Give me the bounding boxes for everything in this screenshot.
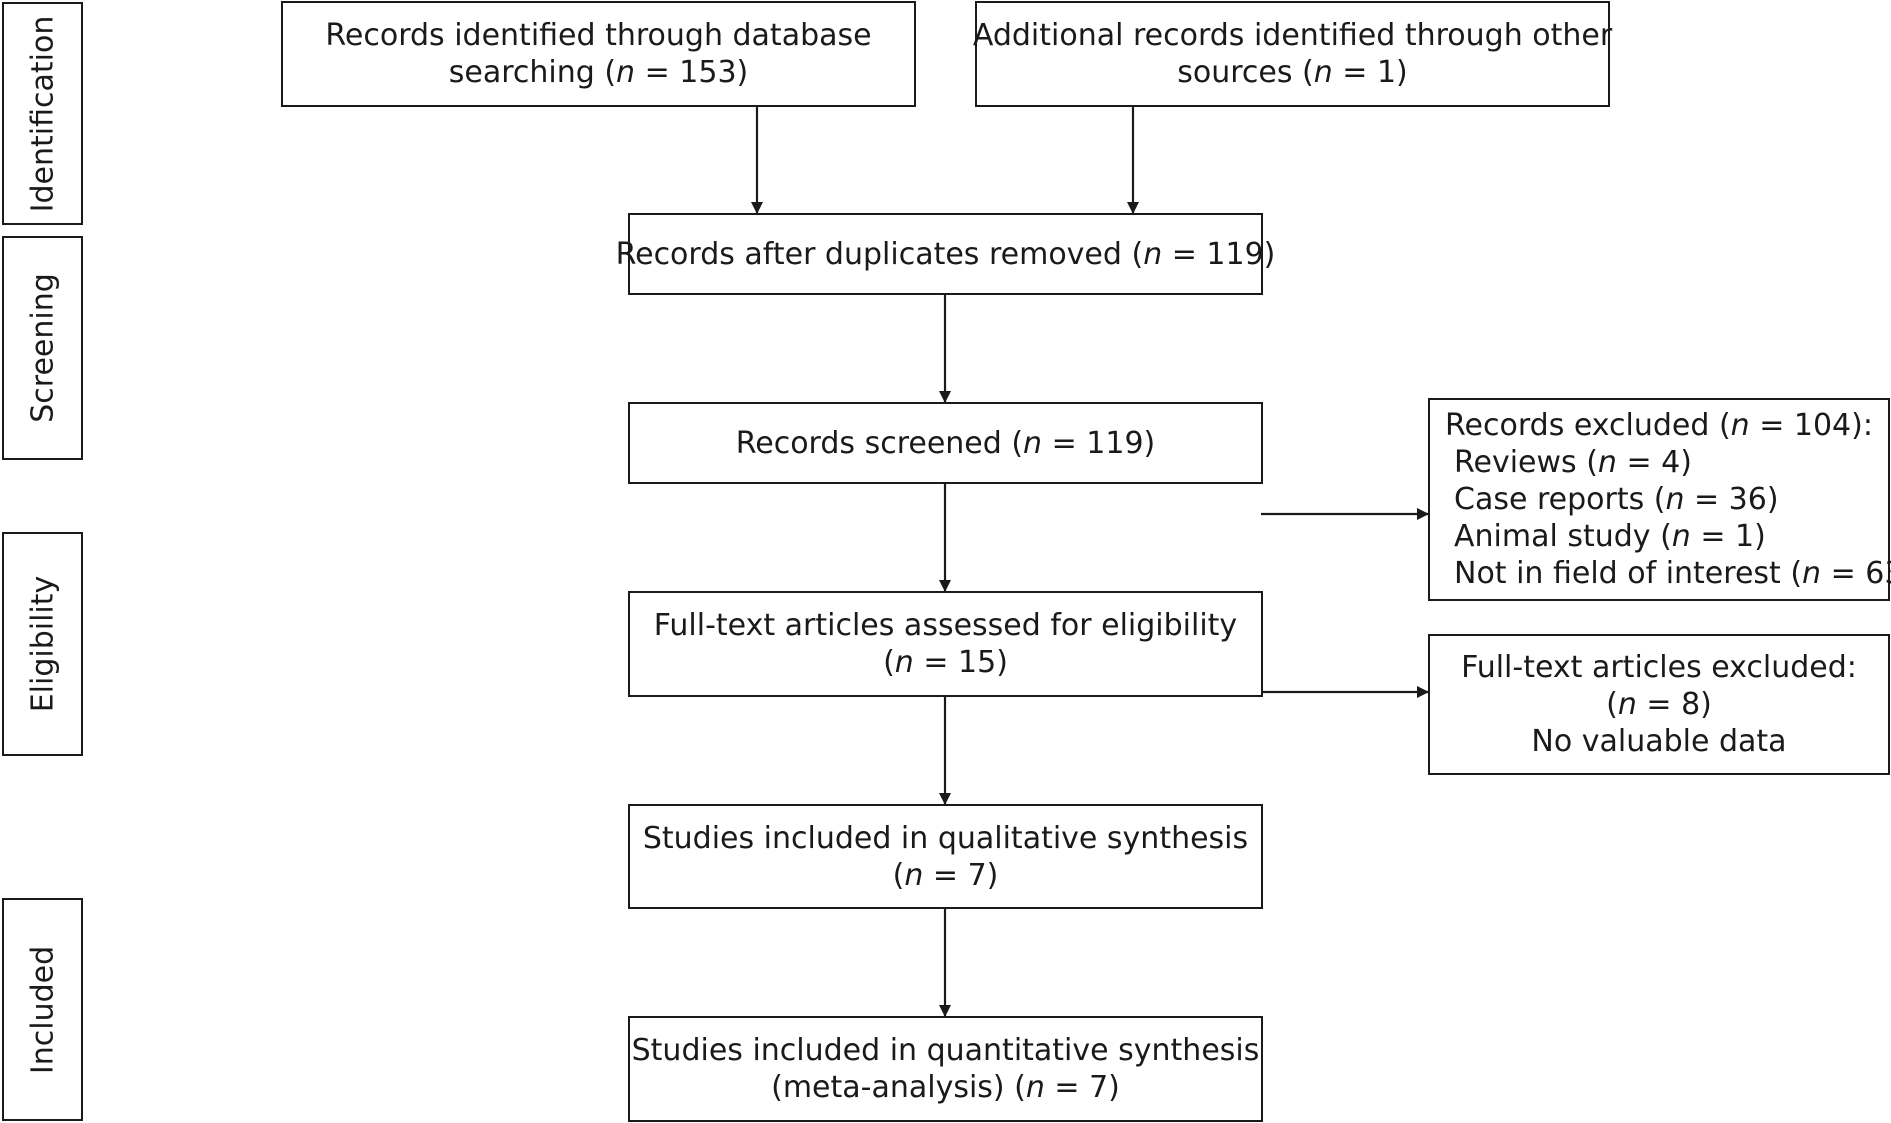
box-records-excluded-header: Records excluded (n = 104): (1445, 408, 1873, 443)
box-records-screened: Records screened (n = 119) (628, 402, 1263, 484)
box-database-records-line2: searching (n = 153) (448, 55, 749, 90)
box-qualitative-synthesis-line1: Studies included in qualitative synthesi… (642, 820, 1249, 856)
box-duplicates-removed-line1: Records after duplicates removed (n = 11… (615, 236, 1276, 272)
box-quantitative-synthesis: Studies included in quantitative synthes… (628, 1016, 1263, 1122)
box-qualitative-synthesis: Studies included in qualitative synthesi… (628, 804, 1263, 909)
box-database-records: Records identified through database sear… (281, 1, 916, 107)
box-database-records-line1: Records identified through database (325, 18, 872, 53)
box-records-screened-line1: Records screened (n = 119) (735, 425, 1156, 461)
box-fulltext-excluded-line3: No valuable data (1531, 724, 1787, 759)
box-quantitative-synthesis-line2: (meta-analysis) (n = 7) (771, 1070, 1120, 1105)
box-fulltext-excluded-line2: (n = 8) (1606, 687, 1712, 722)
stage-screening: Screening (2, 236, 83, 460)
list-item: Not in field of interest (n = 63) (1454, 556, 1891, 591)
box-duplicates-removed: Records after duplicates removed (n = 11… (616, 213, 1275, 295)
box-other-sources: Additional records identified through ot… (972, 1, 1613, 107)
box-other-sources-line1: Additional records identified through ot… (972, 18, 1613, 53)
stage-identification: Identification (2, 2, 83, 225)
box-fulltext-assessed-line2: (n = 15) (883, 645, 1008, 680)
box-fulltext-excluded-line1: Full-text articles excluded: (1461, 650, 1857, 685)
box-qualitative-synthesis-line2: (n = 7) (892, 857, 999, 893)
list-item: Case reports (n = 36) (1454, 482, 1779, 517)
box-fulltext-assessed: Full-text articles assessed for eligibil… (628, 591, 1263, 697)
list-item: Animal study (n = 1) (1454, 519, 1766, 554)
box-other-sources-line2: sources (n = 1) (1177, 55, 1408, 90)
box-quantitative-synthesis-line1: Studies included in quantitative synthes… (631, 1033, 1260, 1068)
list-item: Reviews (n = 4) (1454, 445, 1692, 480)
box-records-excluded: Records excluded (n = 104): Reviews (n =… (1428, 398, 1891, 601)
box-fulltext-assessed-line1: Full-text articles assessed for eligibil… (653, 608, 1238, 643)
stage-included: Included (2, 898, 83, 1121)
box-fulltext-excluded: Full-text articles excluded: (n = 8) No … (1428, 634, 1890, 775)
stage-eligibility: Eligibility (2, 532, 83, 756)
